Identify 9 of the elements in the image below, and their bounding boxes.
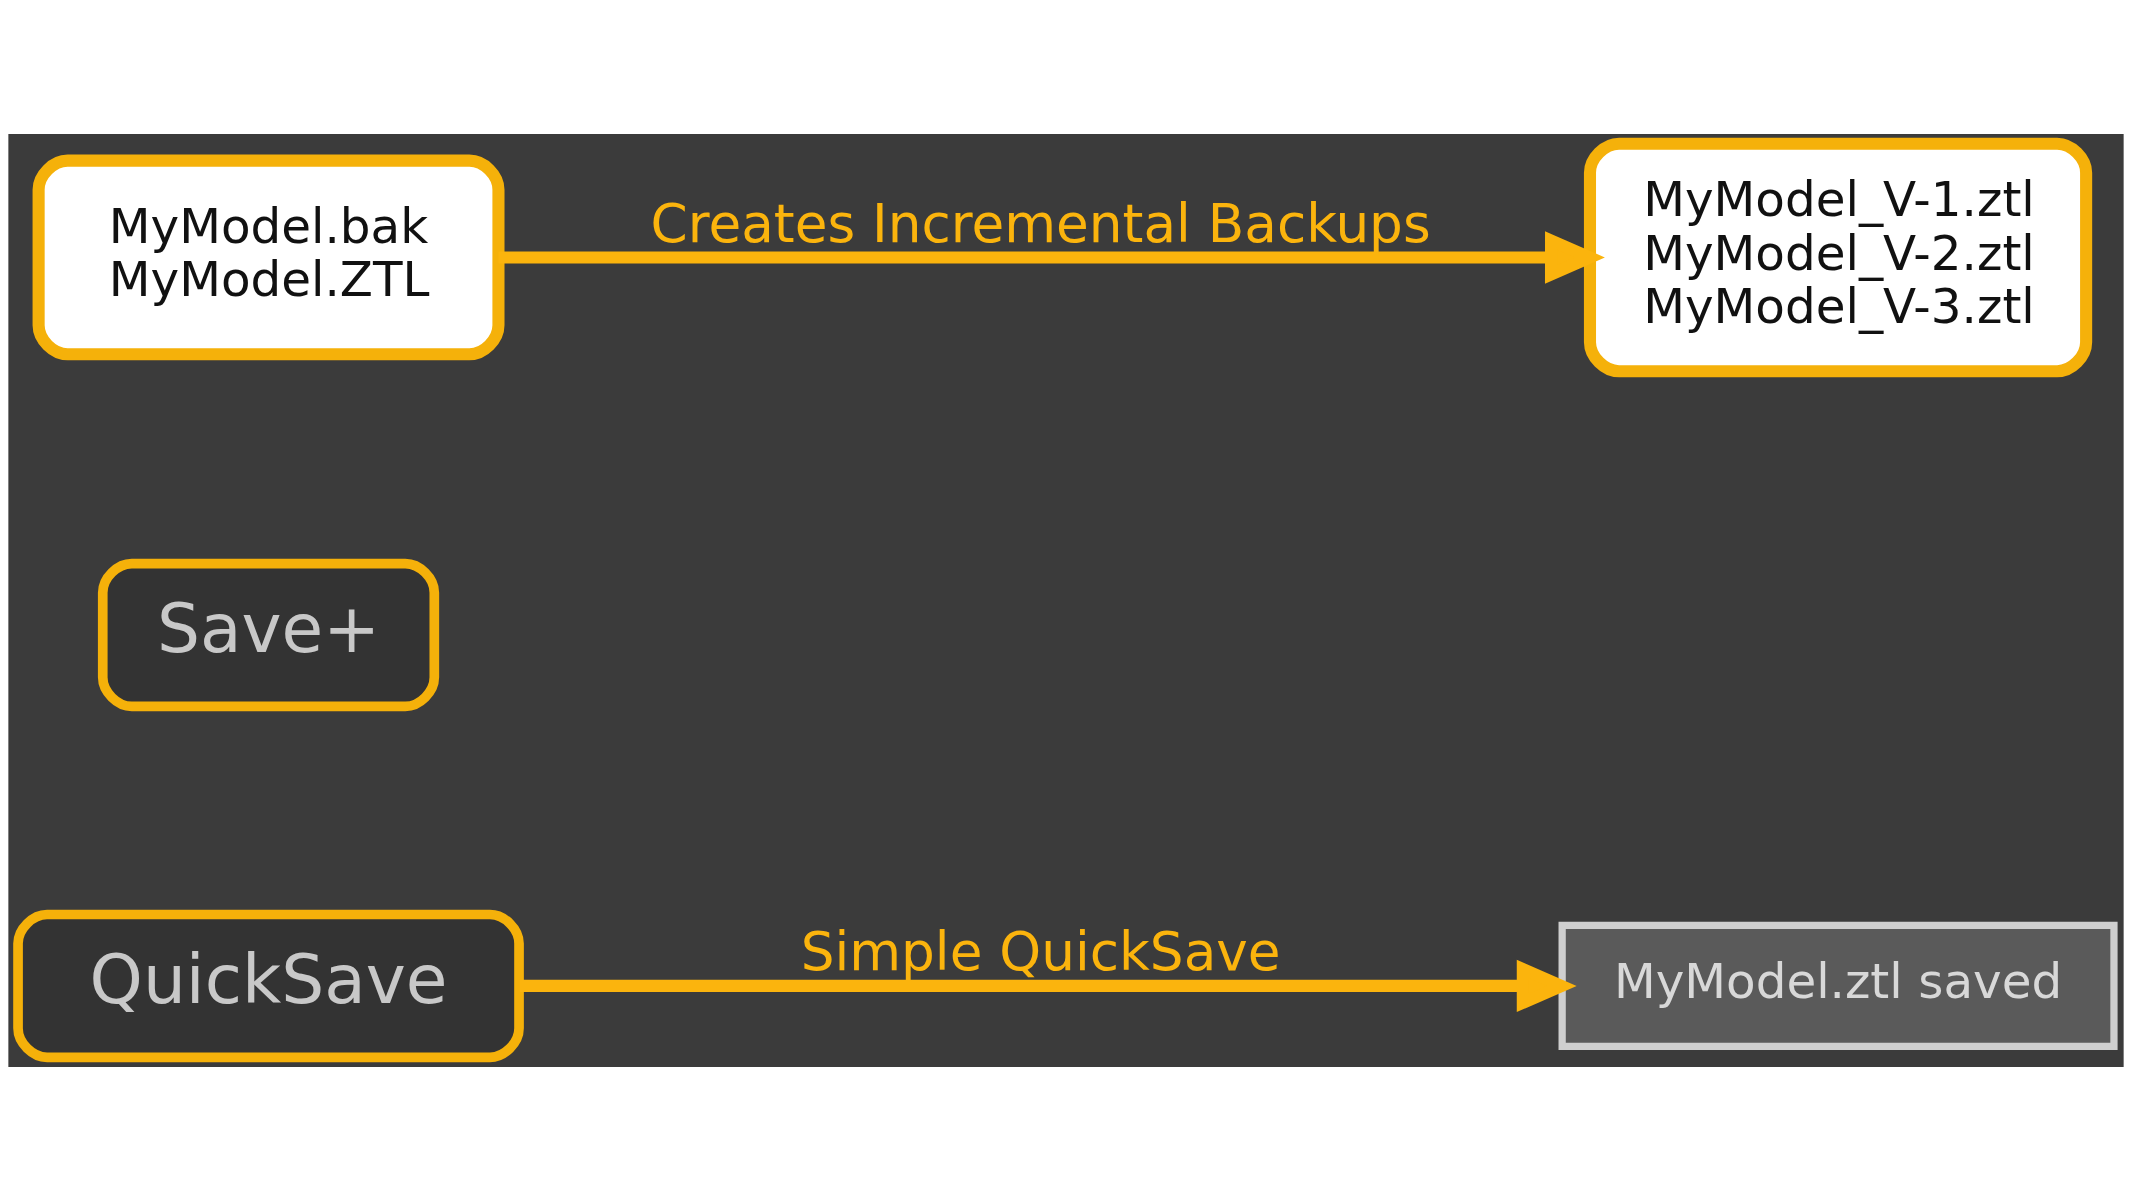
node-box: QuickSave — [13, 909, 524, 1062]
node-box: Save+ — [97, 558, 440, 711]
edge-label: Creates Incremental Backups — [650, 192, 1431, 255]
arrow — [519, 959, 1577, 1012]
node-box: MyModel_V-1.ztl MyModel_V-2.ztl MyModel_V-3.ztl — [1583, 137, 2093, 377]
arrow — [498, 230, 1605, 284]
node-box: MyModel.ztl saved — [1558, 921, 2118, 1050]
node-box: MyModel.bak MyModel.ZTL — [32, 154, 505, 360]
edge-label: Simple QuickSave — [800, 920, 1281, 983]
